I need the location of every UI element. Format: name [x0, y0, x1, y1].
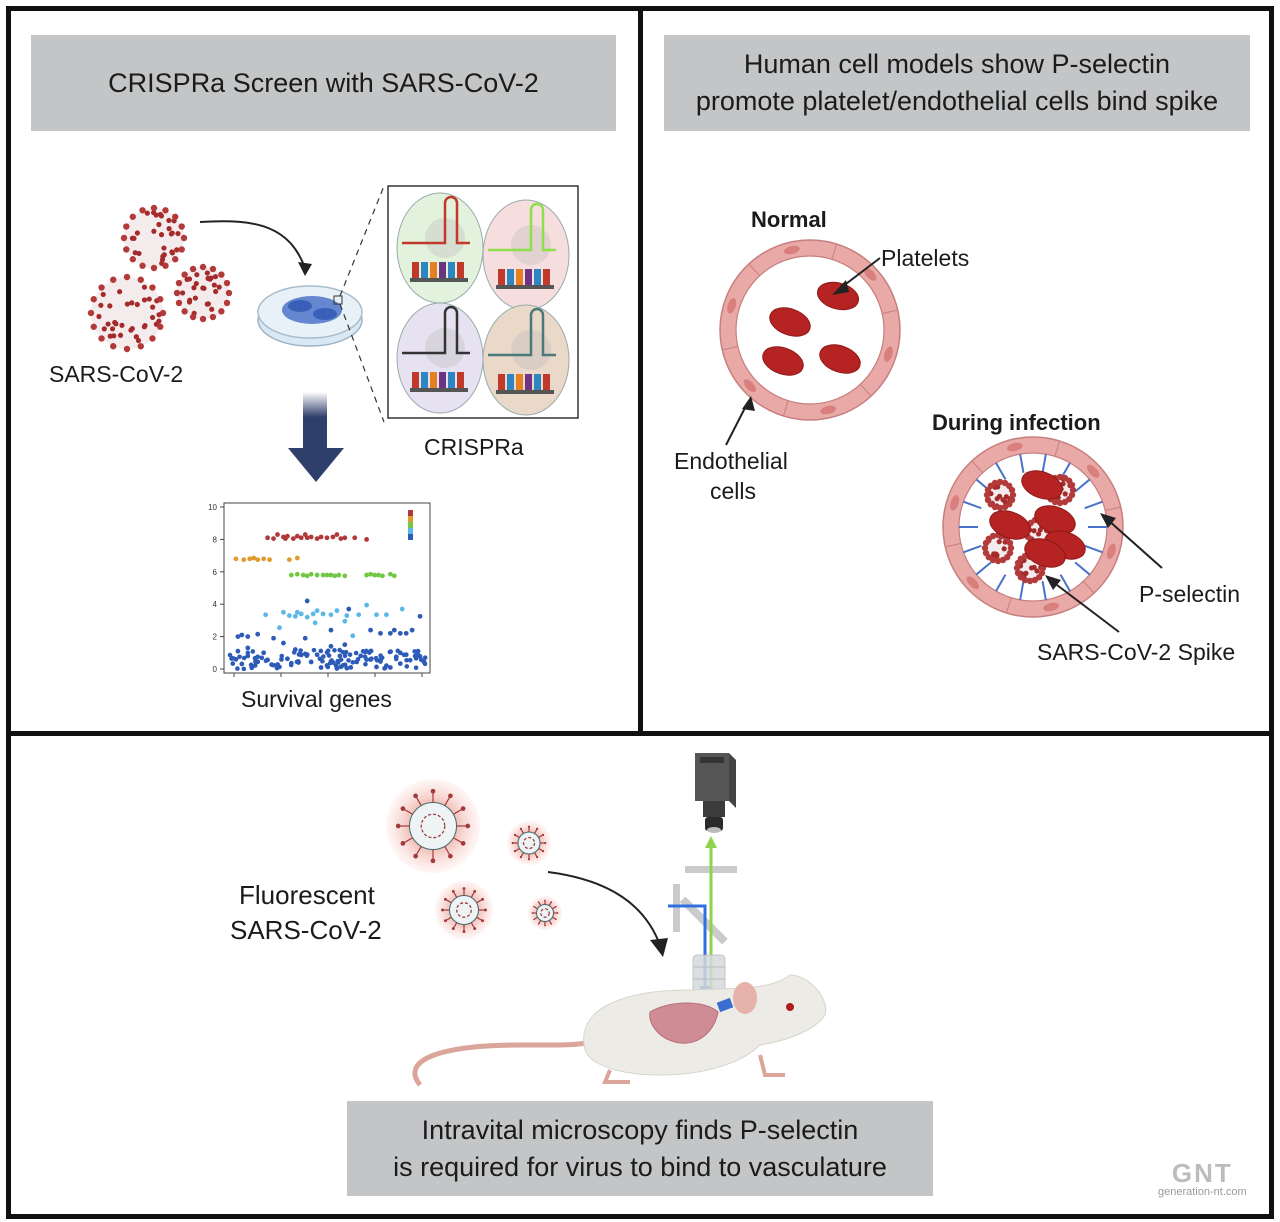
mouse-icon: [415, 975, 826, 1085]
curved-arrow-to-mouse-icon: [548, 872, 660, 945]
fluorescent-virion-icon: [435, 881, 493, 939]
fluorescent-virion-icon: [528, 896, 562, 930]
gnt-watermark: GNT generation-nt.com: [1158, 1160, 1247, 1198]
gnt-logo: GNT: [1158, 1160, 1247, 1186]
gnt-site: generation-nt.com: [1158, 1186, 1247, 1198]
camera-icon: [695, 753, 736, 833]
fluorescent-virion-icon: [386, 779, 480, 873]
fluorescent-virion-icon: [507, 821, 551, 865]
filter-plate-vertical: [673, 884, 680, 932]
arrowhead-icon: [650, 938, 668, 957]
